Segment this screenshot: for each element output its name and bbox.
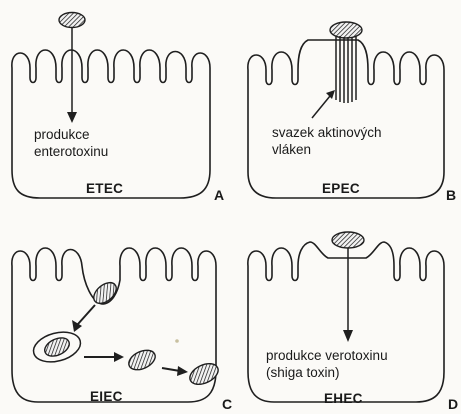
eiec-arrowhead-2 bbox=[114, 352, 124, 362]
epec-actin-bundle bbox=[336, 36, 356, 103]
etec-strain-label: ETEC bbox=[86, 180, 123, 197]
ehec-cell-drawing bbox=[236, 210, 461, 414]
eiec-dot bbox=[175, 339, 179, 343]
epec-bacterium bbox=[330, 22, 362, 38]
etec-caption-line2: enterotoxinu bbox=[34, 143, 108, 160]
ehec-strain-label: EHEC bbox=[324, 390, 363, 407]
panel-letter-d: D bbox=[448, 396, 458, 413]
epec-pointer-arrow bbox=[312, 96, 330, 118]
eiec-strain-label: EIEC bbox=[90, 388, 123, 405]
epec-cell-drawing bbox=[236, 0, 461, 210]
panel-epec: svazek aktinových vláken EPEC B bbox=[236, 0, 461, 210]
panel-etec: produkce enterotoxinu ETEC A bbox=[0, 0, 230, 210]
panel-ehec: produkce verotoxinu (shiga toxin) EHEC D bbox=[236, 210, 461, 414]
etec-cell-outline bbox=[12, 50, 210, 198]
epec-cell-outline bbox=[248, 40, 444, 198]
ehec-caption-line2: (shiga toxin) bbox=[266, 364, 340, 381]
eiec-arrowhead-3 bbox=[177, 366, 188, 376]
panel-letter-b: B bbox=[446, 187, 456, 204]
etec-caption-line1: produkce bbox=[34, 126, 90, 143]
ehec-caption-line1: produkce verotoxinu bbox=[266, 347, 388, 364]
panel-letter-a: A bbox=[214, 187, 224, 204]
eiec-arrow-down bbox=[78, 305, 95, 324]
eiec-cell-outline bbox=[12, 248, 216, 402]
epec-strain-label: EPEC bbox=[322, 180, 360, 197]
ehec-bacterium bbox=[332, 232, 364, 248]
eiec-bacterium-free bbox=[126, 346, 159, 373]
etec-cell-drawing bbox=[0, 0, 230, 210]
ehec-arrowhead bbox=[343, 330, 353, 342]
eiec-arrow-right-2 bbox=[162, 368, 180, 371]
panel-letter-c: C bbox=[222, 396, 232, 413]
panel-eiec: EIEC C bbox=[0, 210, 236, 414]
etec-bacterium bbox=[59, 13, 85, 28]
etec-arrowhead bbox=[67, 112, 77, 123]
eiec-cell-drawing bbox=[0, 210, 236, 414]
epec-arrowhead bbox=[326, 90, 335, 99]
epec-caption-line1: svazek aktinových bbox=[272, 124, 382, 141]
epec-caption-line2: vláken bbox=[272, 141, 311, 158]
